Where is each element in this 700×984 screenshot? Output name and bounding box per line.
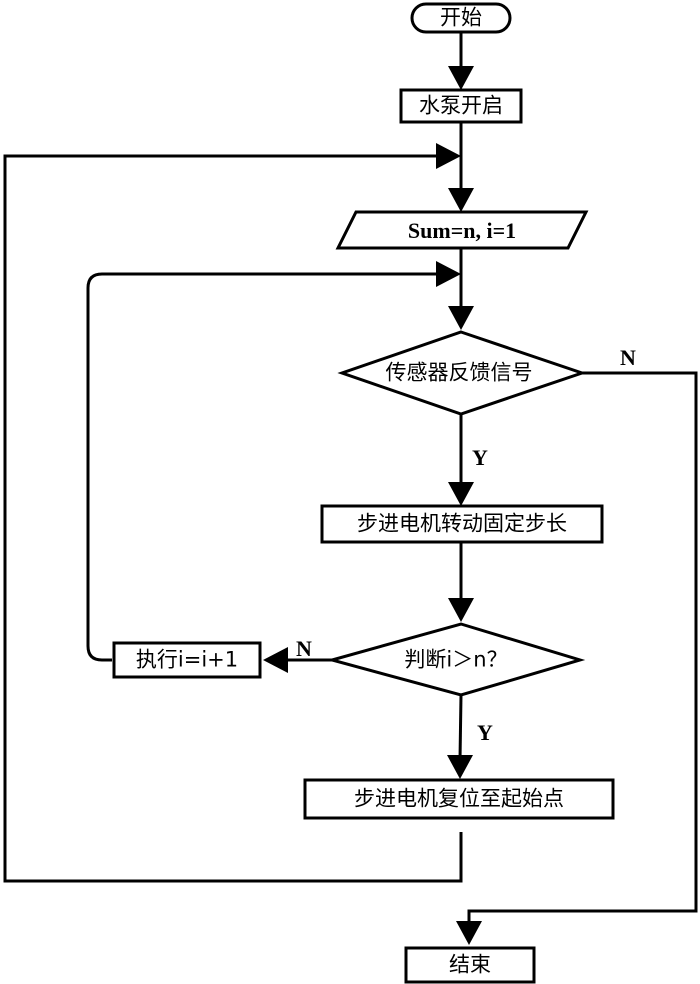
edge-reset-loop — [3, 154, 463, 883]
sensor-yes-label: Y — [472, 445, 488, 470]
arrow-to-pump — [448, 66, 474, 90]
start-terminal — [410, 2, 512, 34]
sensor-no-label: N — [620, 345, 636, 370]
check-yes-label: Y — [477, 720, 493, 745]
start-label: 开始 — [440, 5, 482, 30]
check-decision — [326, 622, 586, 697]
motor-step-label: 步进电机转动固定步长 — [357, 511, 567, 536]
reset-label: 步进电机复位至起始点 — [354, 786, 564, 811]
sensor-decision — [337, 330, 587, 416]
pump-on-box — [399, 88, 523, 124]
connector-lines — [3, 31, 698, 925]
arrow-inner-loop — [436, 261, 461, 287]
arrow-to-check — [448, 598, 474, 622]
arrow-outer-loop — [436, 143, 461, 169]
pump-on-label: 水泵开启 — [419, 93, 503, 118]
edge-check-reset — [458, 694, 463, 761]
increment-box — [112, 641, 262, 679]
arrow-to-motor — [448, 482, 474, 506]
arrow-to-end — [456, 921, 482, 945]
init-label: Sum=n, i=1 — [407, 218, 517, 243]
arrow-to-init — [448, 188, 474, 212]
check-label: 判断i＞n？ — [404, 647, 508, 672]
arrowheads — [263, 66, 482, 945]
reset-box — [303, 778, 615, 820]
arrow-to-increment — [263, 647, 288, 673]
increment-label: 执行i=i+1 — [135, 647, 239, 672]
edge-sensor-end — [467, 371, 698, 925]
arrow-to-sensor — [448, 306, 474, 330]
edge-increment-loop — [86, 272, 440, 662]
motor-step-box — [320, 504, 604, 544]
init-parallelogram — [335, 210, 589, 250]
arrow-to-reset — [447, 755, 473, 779]
end-label: 结束 — [449, 952, 491, 977]
end-box — [404, 946, 536, 984]
check-no-label: N — [296, 636, 312, 661]
sensor-label: 传感器反馈信号 — [385, 360, 533, 385]
